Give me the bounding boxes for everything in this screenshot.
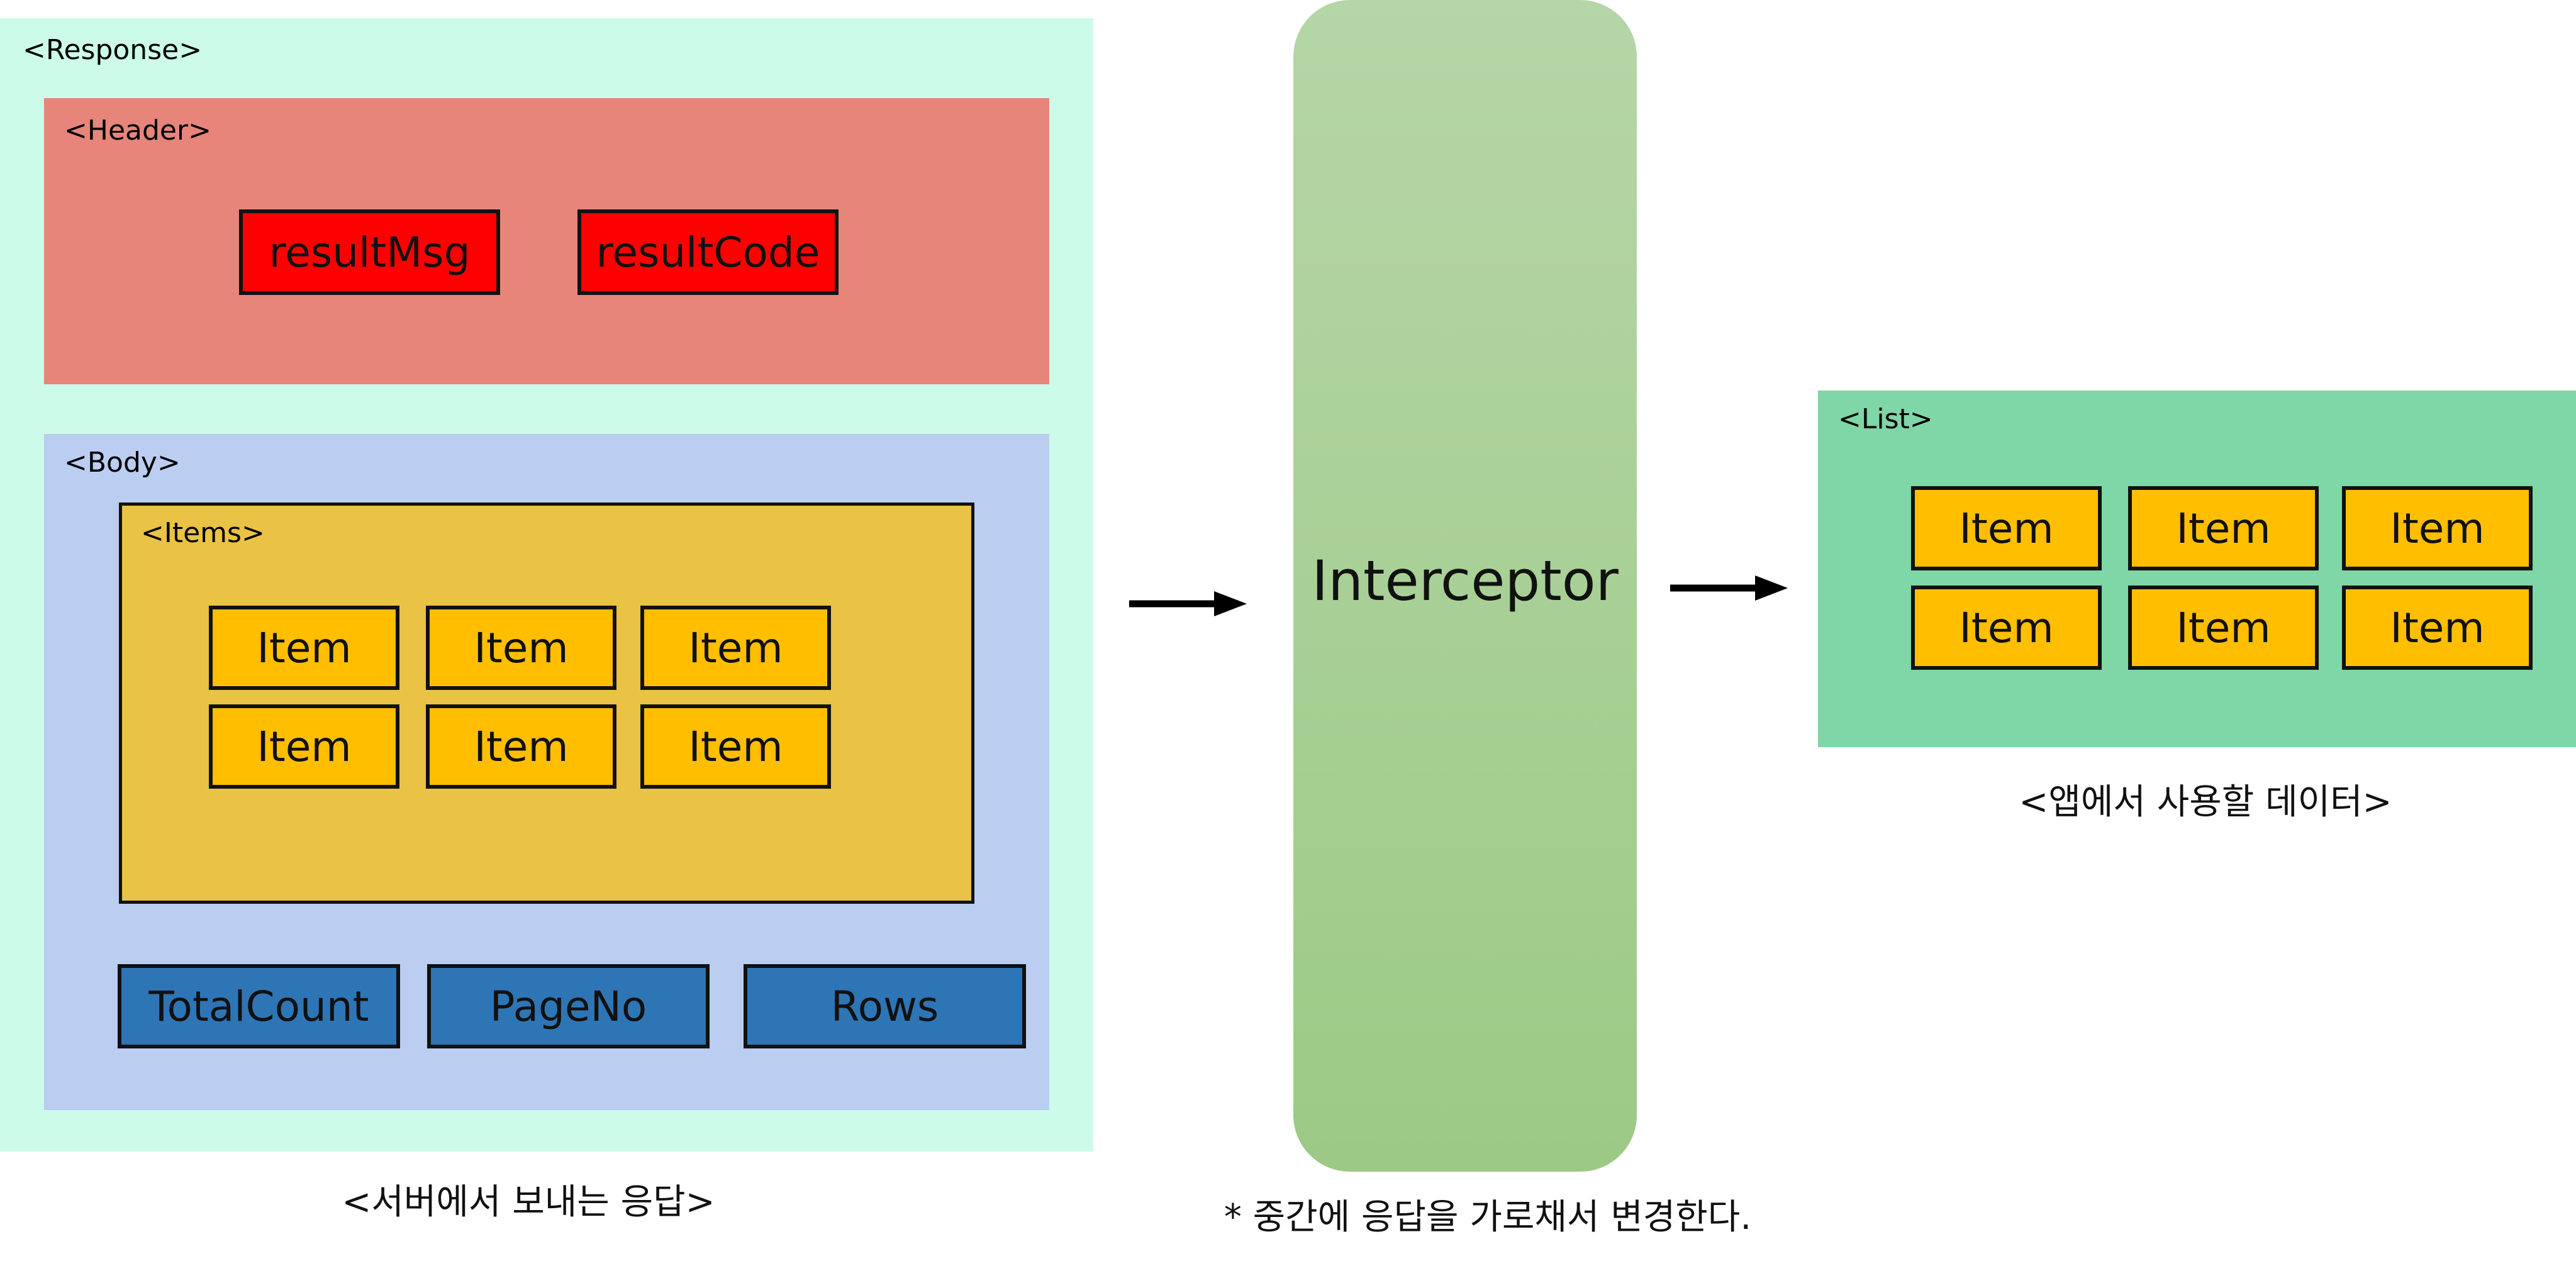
list-item-box: Item: [2342, 486, 2533, 570]
total-count-box: TotalCount: [118, 964, 400, 1048]
item-box: Item: [426, 606, 616, 690]
interceptor-block: [1293, 0, 1637, 1172]
arrow-right-icon: [1670, 575, 1788, 601]
arrow-right-icon: [1129, 591, 1247, 616]
items-label: <Items>: [141, 517, 265, 549]
page-no-box: PageNo: [427, 964, 710, 1048]
item-box: Item: [209, 704, 399, 789]
list-label: <List>: [1838, 403, 1933, 435]
body-label: <Body>: [64, 447, 181, 479]
list-item-box: Item: [2128, 486, 2319, 570]
interceptor-label: Interceptor: [1312, 548, 1619, 613]
item-box: Item: [640, 606, 831, 690]
response-label: <Response>: [23, 34, 203, 66]
list-item-box: Item: [2342, 586, 2533, 670]
items-panel: [119, 503, 974, 904]
list-item-box: Item: [2128, 586, 2319, 670]
item-box: Item: [640, 704, 831, 789]
result-code-box: resultCode: [577, 209, 839, 295]
list-item-box: Item: [1911, 486, 2102, 570]
rows-box: Rows: [744, 964, 1026, 1048]
header-panel: [44, 98, 1049, 384]
list-item-box: Item: [1911, 586, 2102, 670]
list-caption: <앱에서 사용할 데이터>: [2019, 782, 2392, 823]
item-box: Item: [426, 704, 616, 789]
item-box: Item: [209, 606, 399, 690]
result-msg-box: resultMsg: [239, 209, 500, 295]
interceptor-caption: * 중간에 응답을 가로채서 변경한다.: [1224, 1197, 1752, 1238]
response-caption: <서버에서 보내는 응답>: [342, 1182, 715, 1223]
header-label: <Header>: [64, 114, 211, 147]
